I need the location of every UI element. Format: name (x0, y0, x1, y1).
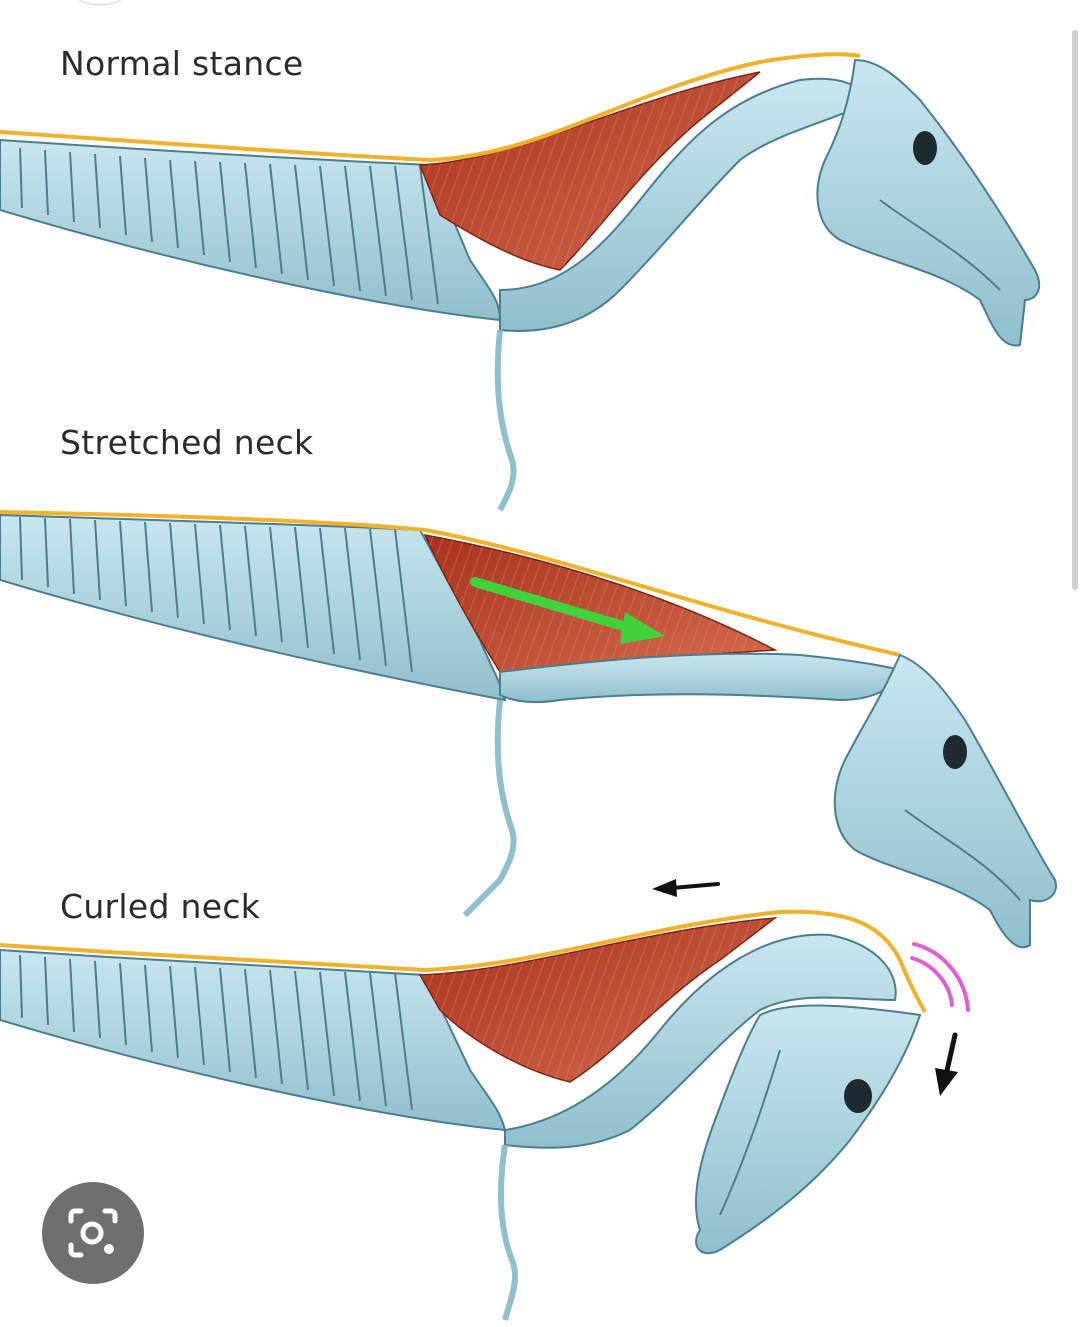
green-arrow-icon (470, 577, 665, 644)
trachea (494, 329, 517, 512)
panel-normal-stance (0, 52, 1041, 512)
nuchal-ligament (0, 909, 927, 1014)
horse-skull (694, 1004, 922, 1255)
panel-curled-neck (0, 879, 970, 1321)
back-vertebrae (0, 138, 502, 322)
trachea (462, 699, 517, 918)
top-edge-arc (70, 0, 130, 6)
label-normal-stance: Normal stance (60, 44, 304, 83)
google-lens-button[interactable] (42, 1182, 144, 1284)
horse-skull (833, 653, 1057, 949)
dorsal-spines (19, 516, 413, 673)
trachea (497, 1144, 518, 1321)
eye-socket (844, 1079, 872, 1113)
horse-skull (816, 58, 1041, 347)
google-lens-icon (68, 1208, 118, 1258)
dorsal-spines (19, 147, 439, 305)
left-arrow-icon (652, 879, 720, 897)
eye-socket (943, 735, 967, 769)
down-arrow-icon (935, 1032, 958, 1096)
scrollbar[interactable] (1072, 30, 1078, 590)
label-stretched-neck: Stretched neck (60, 423, 314, 462)
nuchal-ligament (0, 510, 901, 657)
dorsal-spines (19, 954, 413, 1111)
pressure-arcs-icon (910, 942, 970, 1012)
panel-stretched-neck (0, 510, 1057, 949)
label-curled-neck: Curled neck (60, 887, 261, 926)
neck-vertebrae (504, 933, 897, 1149)
eye-socket (913, 131, 937, 165)
nuchal-ligament (0, 52, 861, 163)
